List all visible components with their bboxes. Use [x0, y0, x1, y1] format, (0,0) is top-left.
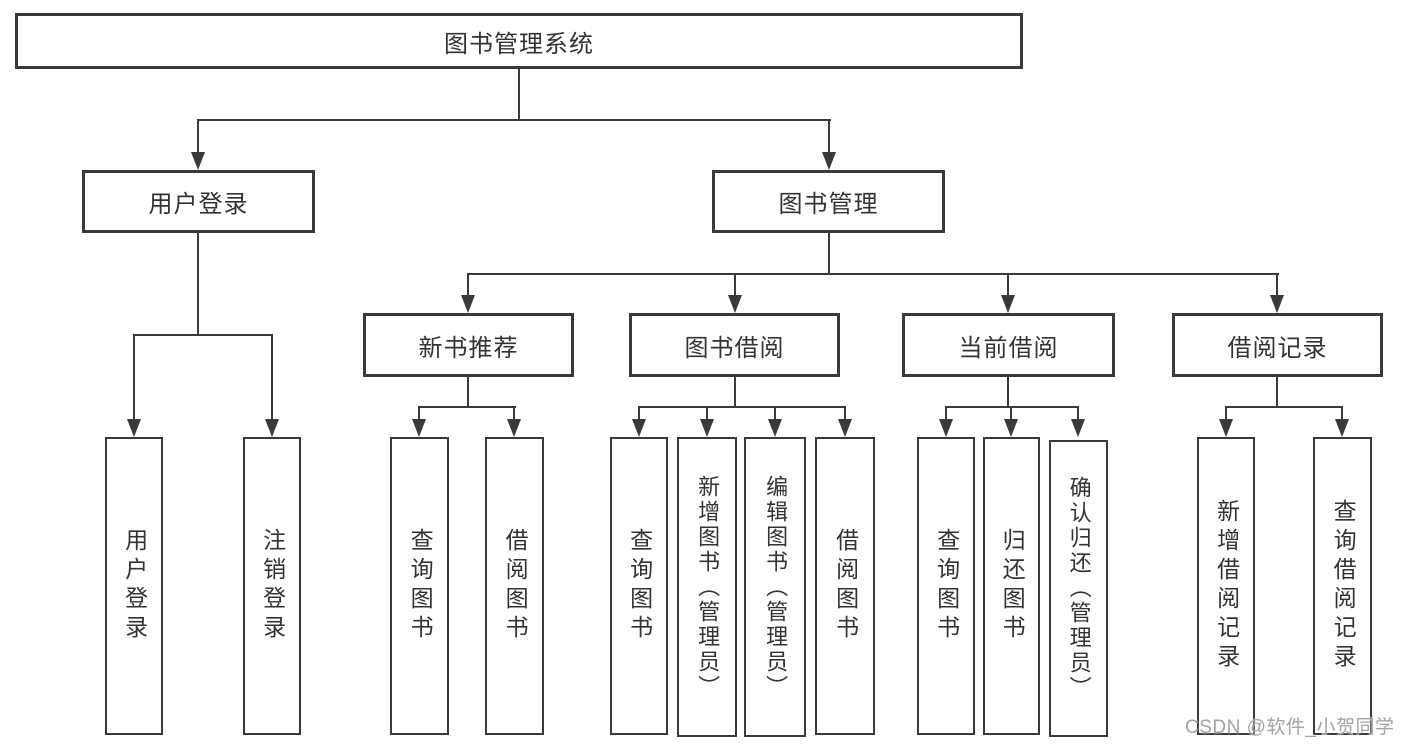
- node-query-books-recommend: 查询图书: [390, 437, 449, 735]
- node-label: 确认归还（管理员）: [1066, 476, 1092, 701]
- node-label: 图书管理系统: [444, 30, 594, 58]
- connector-line: [513, 406, 515, 420]
- connector-line: [197, 119, 199, 153]
- node-label: 图书借阅: [684, 334, 785, 362]
- connector-line: [638, 406, 846, 408]
- node-label: 图书管理: [778, 191, 879, 218]
- node-label: 注销登录: [259, 528, 286, 644]
- connector-line: [638, 406, 640, 420]
- node-label: 查询图书: [626, 528, 653, 644]
- arrowhead-down-icon: [412, 419, 426, 437]
- connector-line: [1010, 406, 1012, 420]
- connector-line: [197, 233, 199, 335]
- arrowhead-down-icon: [191, 152, 205, 170]
- node-label: 编辑图书（管理员）: [763, 474, 789, 700]
- node-label: 归还图书: [999, 528, 1026, 644]
- node-label: 借阅图书: [832, 528, 859, 644]
- connector-line: [828, 233, 830, 275]
- arrowhead-down-icon: [507, 419, 521, 437]
- arrowhead-down-icon: [1335, 419, 1349, 437]
- node-query-books-current: 查询图书: [917, 437, 975, 735]
- arrowhead-down-icon: [1001, 295, 1015, 313]
- node-book-borrow: 图书借阅: [629, 313, 840, 377]
- node-label: 当前借阅: [958, 334, 1059, 362]
- node-borrow-books-leaf: 借阅图书: [815, 437, 875, 735]
- node-label: 查询图书: [933, 528, 960, 644]
- connector-line: [518, 69, 520, 120]
- arrowhead-down-icon: [1270, 295, 1284, 313]
- connector-line: [418, 406, 516, 408]
- connector-line: [1276, 377, 1278, 408]
- connector-line: [706, 406, 708, 420]
- connector-line: [133, 334, 135, 420]
- node-label: 新书推荐: [418, 334, 519, 362]
- node-new-book-recommend: 新书推荐: [363, 313, 574, 377]
- node-label: 新增图书（管理员）: [695, 474, 721, 700]
- node-label: 借阅图书: [502, 528, 529, 644]
- arrowhead-down-icon: [1219, 419, 1233, 437]
- connector-line: [945, 406, 947, 420]
- connector-line: [774, 406, 776, 420]
- connector-line: [844, 406, 846, 420]
- connector-line: [734, 377, 736, 408]
- connector-line: [945, 406, 1079, 408]
- connector-line: [1276, 273, 1278, 296]
- arrowhead-down-icon: [728, 295, 742, 313]
- node-user-login: 用户登录: [82, 170, 315, 233]
- arrowhead-down-icon: [265, 419, 279, 437]
- connector-line: [197, 119, 831, 121]
- connector-line: [467, 377, 469, 408]
- arrowhead-down-icon: [838, 419, 852, 437]
- connector-line: [467, 273, 469, 296]
- node-label: 借阅记录: [1227, 334, 1328, 362]
- node-query-borrow-record: 查询借阅记录: [1313, 437, 1372, 735]
- node-library-system: 图书管理系统: [15, 13, 1023, 69]
- node-book-management: 图书管理: [712, 170, 945, 233]
- connector-line: [133, 334, 273, 336]
- arrowhead-down-icon: [632, 419, 646, 437]
- arrowhead-down-icon: [1004, 419, 1018, 437]
- node-edit-book-admin: 编辑图书（管理员）: [744, 437, 806, 737]
- node-user-login-leaf: 用户登录: [105, 437, 163, 735]
- node-add-book-admin: 新增图书（管理员）: [677, 437, 737, 737]
- node-label: 新增借阅记录: [1213, 499, 1240, 673]
- connector-line: [271, 334, 273, 420]
- node-label: 用户登录: [148, 191, 249, 218]
- node-label: 查询借阅记录: [1330, 499, 1357, 673]
- node-return-books: 归还图书: [983, 437, 1040, 735]
- connector-line: [828, 119, 830, 153]
- node-query-books-borrow: 查询图书: [610, 437, 668, 735]
- connector-line: [1225, 406, 1227, 420]
- arrowhead-down-icon: [768, 419, 782, 437]
- node-confirm-return-admin: 确认归还（管理员）: [1049, 440, 1108, 737]
- connector-line: [1007, 273, 1009, 296]
- connector-line: [1077, 406, 1079, 420]
- arrowhead-down-icon: [127, 419, 141, 437]
- arrowhead-down-icon: [461, 295, 475, 313]
- arrowhead-down-icon: [939, 419, 953, 437]
- node-add-borrow-record: 新增借阅记录: [1197, 437, 1255, 735]
- connector-line: [1007, 377, 1009, 408]
- node-logout: 注销登录: [243, 437, 301, 735]
- arrowhead-down-icon: [1071, 419, 1085, 437]
- node-label: 查询图书: [407, 528, 434, 644]
- node-borrow-books-recommend: 借阅图书: [485, 437, 544, 735]
- node-label: 用户登录: [121, 528, 148, 644]
- connector-line: [1225, 406, 1343, 408]
- connector-line: [418, 406, 420, 420]
- connector-line: [1341, 406, 1343, 420]
- connector-line: [467, 273, 1279, 275]
- csdn-watermark: CSDN @软件_小贺同学: [1185, 717, 1395, 738]
- arrowhead-down-icon: [822, 152, 836, 170]
- arrowhead-down-icon: [700, 419, 714, 437]
- node-borrow-records: 借阅记录: [1172, 313, 1383, 377]
- connector-line: [734, 273, 736, 296]
- node-current-borrow: 当前借阅: [902, 313, 1115, 377]
